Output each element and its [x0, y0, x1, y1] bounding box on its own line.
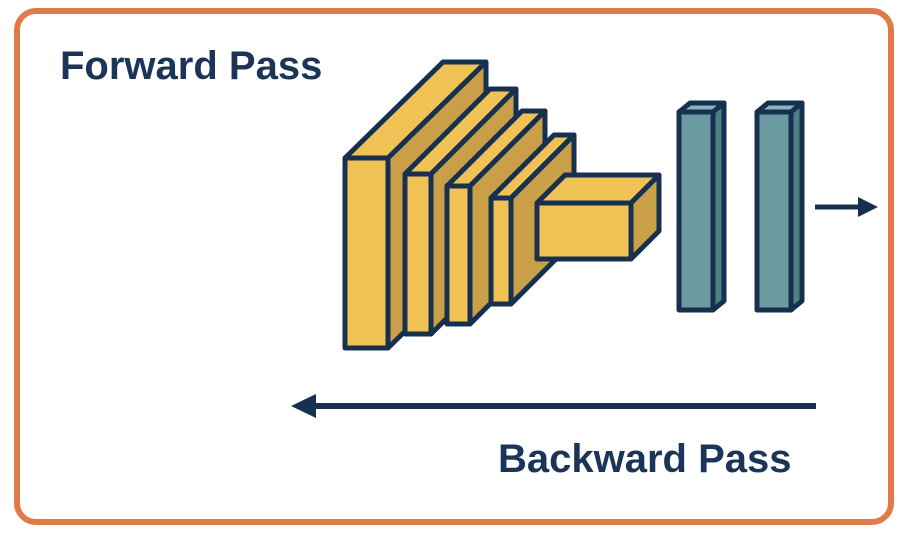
forward-pass-label: Forward Pass	[60, 44, 323, 88]
conv-layer-4-front	[488, 195, 514, 307]
conv-layer-2-front	[402, 171, 434, 337]
conv-layer-1-front	[342, 155, 391, 351]
arrow-left-icon	[291, 394, 816, 418]
fc-layer-1-front	[676, 109, 716, 313]
conv-layers	[342, 59, 662, 351]
fc-layer-2	[754, 100, 805, 313]
arrow-right-icon	[815, 197, 878, 217]
conv-layer-5	[534, 172, 662, 262]
fc-layer-2-front	[754, 109, 794, 313]
fc-layer-1	[676, 100, 727, 313]
backward-pass-label: Backward Pass	[498, 437, 792, 481]
conv-layer-3-front	[444, 183, 473, 327]
conv-layer-5-front	[534, 200, 634, 262]
fc-layers	[676, 100, 805, 313]
